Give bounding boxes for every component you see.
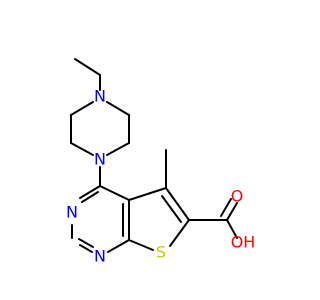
bond-c2-n1 [79, 244, 93, 253]
atom-o-carbonyl: O [231, 187, 244, 206]
atom-n-pyrimidine-lower: N [94, 247, 106, 266]
atom-n-pyrimidine-upper: N [66, 203, 78, 222]
atom-n-piperazine-bottom: N [94, 150, 106, 169]
bond-c6-s [169, 219, 190, 247]
bond-pip-right-nbottom [106, 142, 130, 156]
molecule-canvas: N N N N S O OH [66, 58, 256, 266]
atom-s-thiophene: S [156, 243, 166, 262]
atom-oh-hydroxyl: OH [231, 233, 256, 252]
bond-pip-left-ntop [70, 101, 94, 116]
bond-c5-c6 [165, 187, 190, 221]
bond-c4a-c5 [128, 187, 167, 201]
bond-s-c7a [128, 239, 154, 251]
bond-c-o-double-2 [220, 198, 232, 217]
molecule-structure: N N N N S O OH [66, 58, 256, 266]
bond-pip-nbottom-left [70, 142, 94, 156]
atom-n-piperazine-top: N [94, 87, 106, 106]
bond-c-oh [226, 219, 238, 239]
bond-c5-c6-double [161, 195, 182, 223]
bond-c4-n3 [79, 185, 101, 199]
bond-c-o-double-1 [226, 202, 238, 221]
bond-c2-n1-double [78, 238, 94, 248]
bond-ethyl-ch3-ch2 [74, 58, 101, 76]
bond-c4-n3-double [81, 191, 99, 203]
bond-n1-c7a [107, 239, 130, 253]
bond-pip-ntop-right [106, 101, 130, 116]
bond-c4a-c4 [99, 185, 130, 201]
